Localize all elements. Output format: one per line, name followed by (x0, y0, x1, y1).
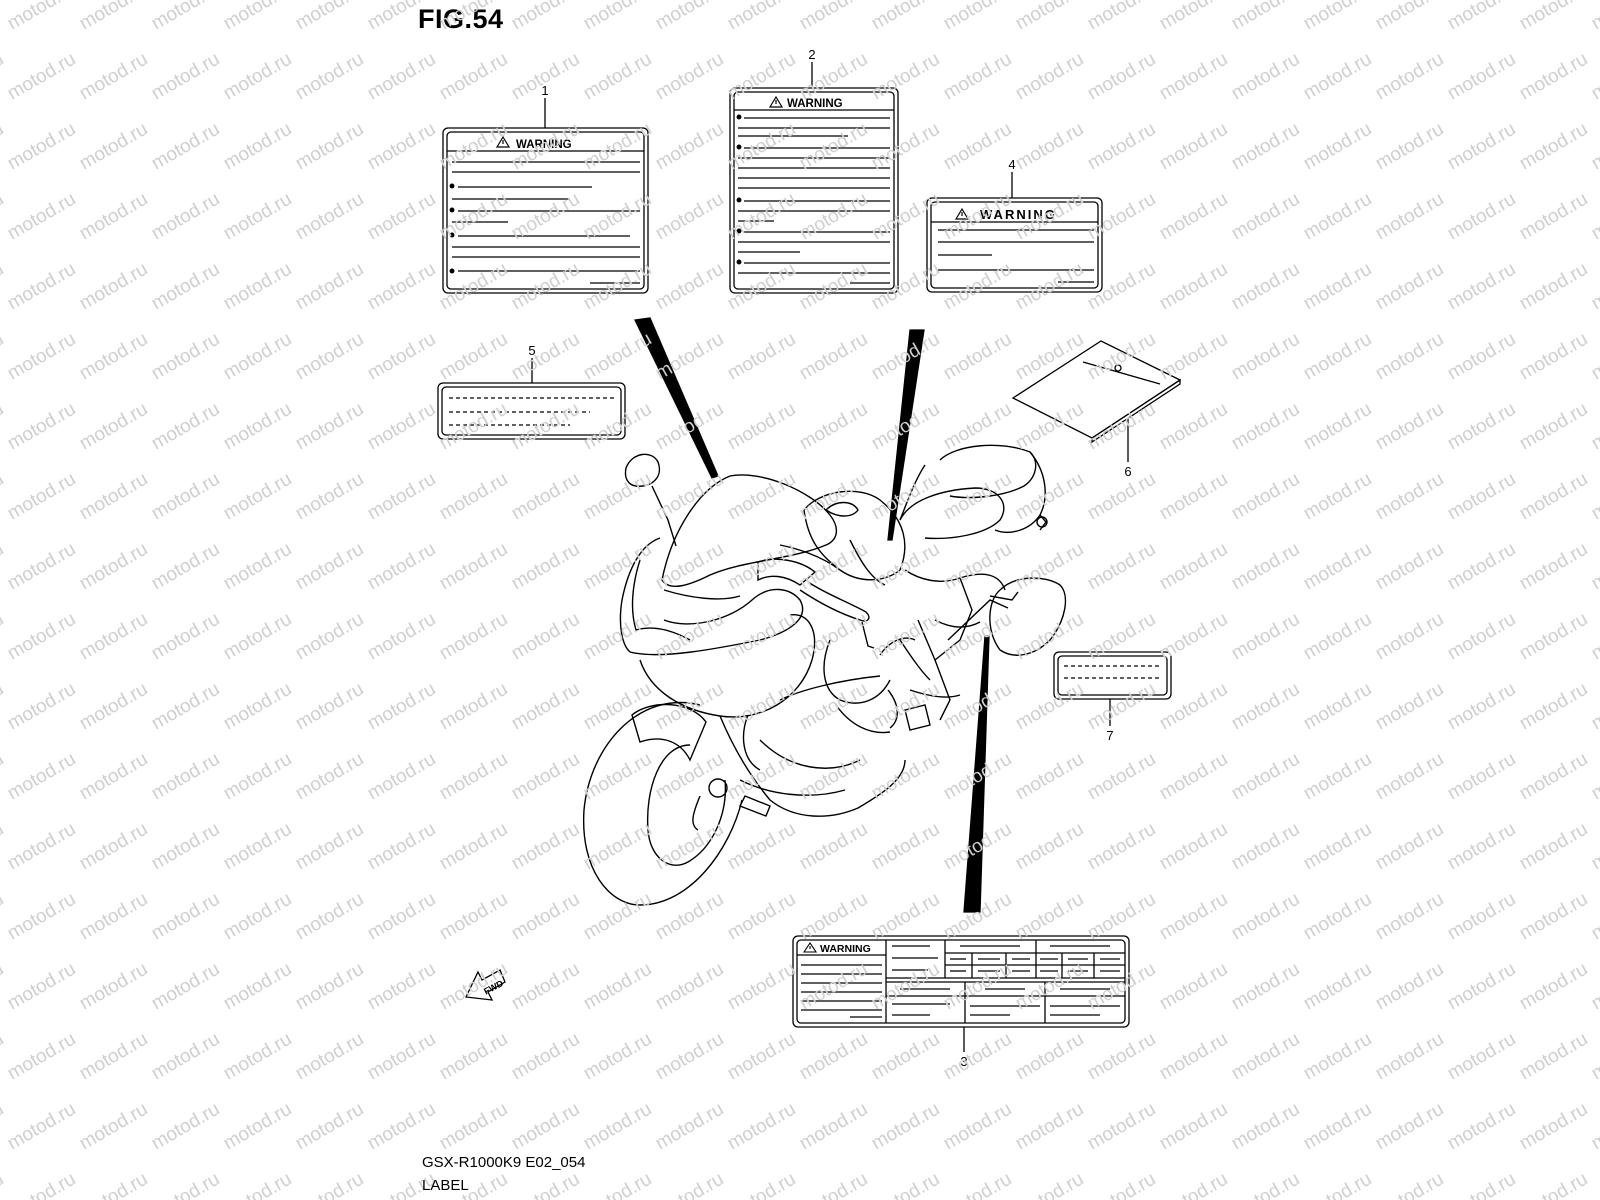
fwd-arrow-icon: FWD (465, 969, 506, 1001)
leader-wedge-label-1 (634, 317, 719, 479)
warning-triangle-icon (802, 942, 818, 953)
label-5[interactable] (437, 358, 626, 440)
label-7[interactable] (1053, 651, 1172, 726)
label-3[interactable]: WARNING (792, 935, 1130, 1052)
callout-7[interactable]: 7 (1106, 728, 1113, 743)
callout-6[interactable]: 6 (1124, 464, 1131, 479)
warning-triangle-icon (495, 135, 511, 148)
warning-text: WARNING (820, 943, 871, 955)
section-name: LABEL (422, 1177, 469, 1194)
warning-text: WARNING (516, 139, 572, 151)
model-code: GSX-R1000K9 E02_054 (422, 1154, 586, 1171)
warning-triangle-icon (768, 95, 784, 108)
leader-wedge-label-2 (887, 329, 925, 541)
label-6[interactable] (1011, 340, 1182, 462)
warning-text: WARNING (980, 207, 1057, 222)
label-1[interactable]: WARNING (442, 98, 649, 294)
leader-wedge-label-3 (963, 635, 990, 913)
callout-5[interactable]: 5 (528, 343, 535, 358)
label-4[interactable]: WARNING (926, 172, 1103, 293)
warning-text: WARNING (787, 98, 843, 110)
callout-3[interactable]: 3 (960, 1054, 967, 1069)
motorcycle-illustration (582, 444, 1067, 906)
label-2[interactable]: WARNING (729, 62, 899, 294)
fig-title: FIG.54 (418, 4, 504, 34)
callout-2[interactable]: 2 (808, 47, 815, 62)
fwd-label: FWD (482, 978, 505, 997)
callout-4[interactable]: 4 (1008, 157, 1015, 172)
callout-1[interactable]: 1 (541, 83, 548, 98)
warning-triangle-icon (954, 207, 970, 220)
